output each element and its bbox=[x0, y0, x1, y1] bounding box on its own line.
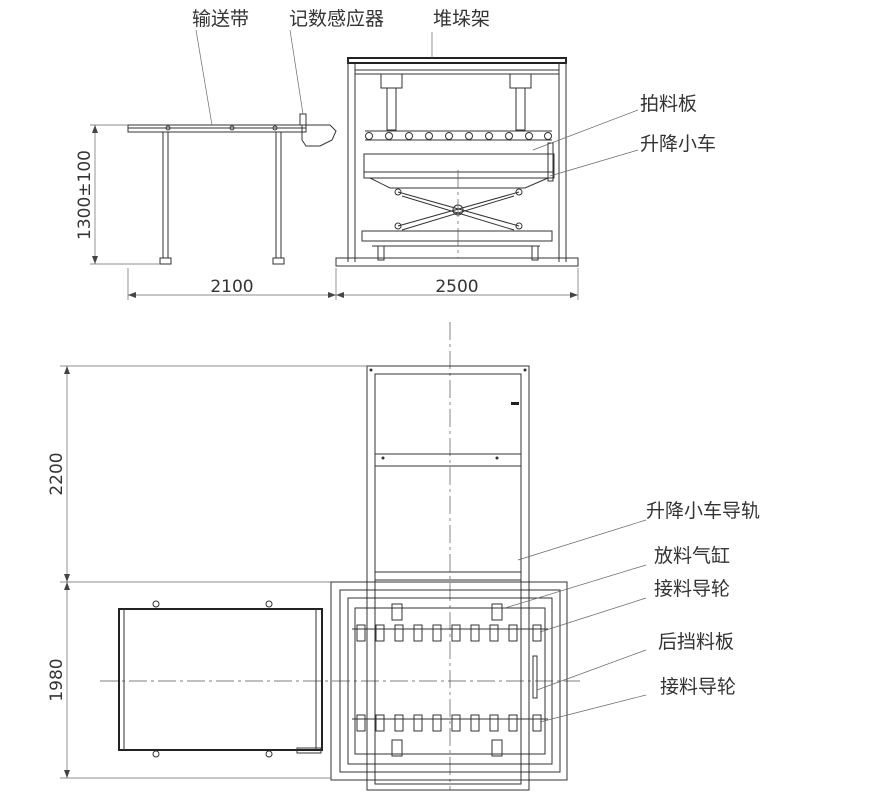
stack-rack-side bbox=[335, 57, 579, 267]
label-discharge-cylinder: 放料气缸 bbox=[654, 545, 730, 567]
guide-wheels-top bbox=[356, 624, 542, 642]
conveyor-side bbox=[127, 113, 337, 265]
label-conveyor: 输送带 bbox=[192, 8, 249, 30]
base-frame-plan bbox=[330, 581, 568, 781]
leader-lines bbox=[195, 29, 647, 723]
label-clap-plate: 拍料板 bbox=[640, 93, 697, 115]
dim-rack-width: 2500 bbox=[435, 277, 478, 297]
side-dimensions bbox=[90, 124, 579, 300]
dim-conveyor-width: 1980 bbox=[47, 658, 67, 701]
dim-height: 1300±100 bbox=[75, 150, 95, 240]
label-lift-cart: 升降小车 bbox=[640, 133, 716, 155]
label-receive-guide-wheel-2: 接料导轮 bbox=[660, 676, 736, 698]
conveyor-plan bbox=[118, 600, 323, 758]
label-stack-rack: 堆垛架 bbox=[433, 8, 490, 30]
dim-conveyor-length: 2100 bbox=[210, 277, 253, 297]
label-rear-stop-plate: 后挡料板 bbox=[658, 631, 734, 653]
guide-wheels-bottom bbox=[356, 714, 542, 732]
label-lift-cart-rail: 升降小车导轨 bbox=[646, 500, 760, 522]
scissor-lift bbox=[394, 188, 523, 231]
plan-view bbox=[60, 322, 580, 791]
dim-rack-length: 2200 bbox=[47, 452, 67, 495]
rack-plan bbox=[366, 365, 530, 791]
roller-row bbox=[365, 132, 552, 140]
label-receive-guide-wheel-1: 接料导轮 bbox=[654, 578, 730, 600]
plan-dimensions bbox=[60, 365, 367, 779]
label-counter-sensor: 记数感应器 bbox=[289, 8, 384, 30]
side-elevation bbox=[90, 57, 579, 300]
